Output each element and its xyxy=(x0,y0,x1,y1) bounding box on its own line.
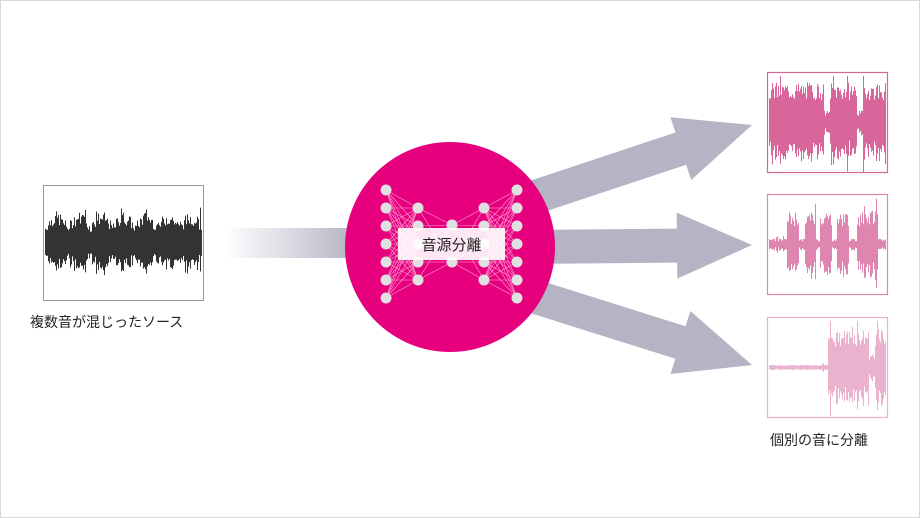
network-node xyxy=(478,274,490,286)
network-node xyxy=(511,184,523,196)
source-waveform xyxy=(45,207,202,276)
network-edge xyxy=(483,279,518,299)
output-wave-0 xyxy=(769,75,886,173)
network-node xyxy=(380,256,392,268)
network-node xyxy=(380,238,392,250)
network-node xyxy=(511,274,523,286)
arrow-1 xyxy=(519,212,752,279)
network-node xyxy=(380,184,392,196)
output-wave-2 xyxy=(769,320,886,417)
network-node xyxy=(511,292,523,304)
source-label: 複数音が混じったソース xyxy=(30,315,184,331)
network-edge xyxy=(385,261,419,299)
network-edge xyxy=(483,189,518,209)
network-node xyxy=(446,219,458,231)
network-node xyxy=(380,202,392,214)
network-edge xyxy=(385,279,419,299)
source-wave xyxy=(45,207,202,276)
network-edge xyxy=(385,207,419,245)
network-node xyxy=(380,274,392,286)
process-label: 音源分離 xyxy=(398,228,505,260)
network-node xyxy=(478,202,490,214)
output-waveforms xyxy=(766,71,889,419)
network-node xyxy=(412,202,424,214)
network-edge xyxy=(451,261,485,281)
network-node xyxy=(511,238,523,250)
arrow-2 xyxy=(514,275,752,374)
network-edge xyxy=(417,261,453,281)
network-edge xyxy=(483,189,518,227)
network-edge xyxy=(483,261,518,281)
network-node xyxy=(412,274,424,286)
network-edge xyxy=(385,189,419,209)
network-edge xyxy=(385,207,419,227)
output-wave-1 xyxy=(769,198,886,288)
network-node xyxy=(511,220,523,232)
input-arrow-band xyxy=(225,228,355,258)
network-node xyxy=(511,256,523,268)
network-node xyxy=(380,220,392,232)
network-edge xyxy=(417,207,453,226)
network-node xyxy=(511,202,523,214)
network-edge xyxy=(451,207,485,226)
network-node xyxy=(380,292,392,304)
output-label: 個別の音に分離 xyxy=(770,433,868,449)
arrow-0 xyxy=(514,117,752,219)
network-edge xyxy=(483,243,518,281)
network-edge xyxy=(417,224,453,227)
output-arrows xyxy=(514,117,752,374)
